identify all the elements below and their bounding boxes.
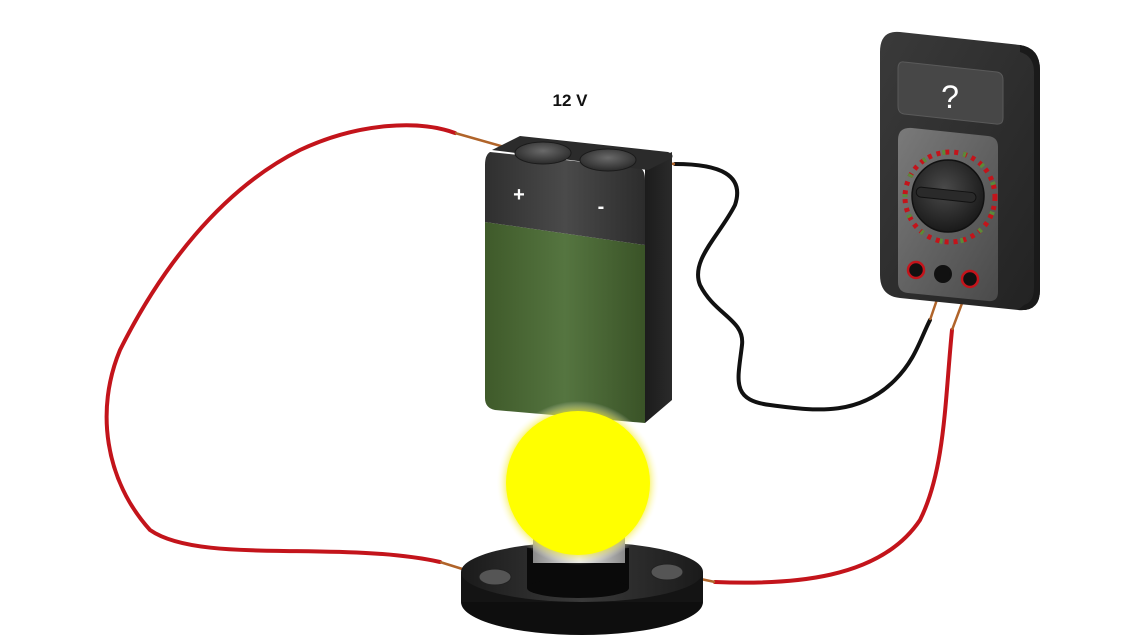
voltage-label: 12 V <box>553 91 589 110</box>
dial-ring-red <box>902 149 998 245</box>
battery-terminal-plus <box>514 141 572 165</box>
multimeter-display-text: ? <box>941 79 959 115</box>
battery-terminal-minus <box>579 148 637 172</box>
multimeter-body-edge <box>1018 45 1040 311</box>
battery-side <box>645 152 672 423</box>
battery-plus-label: + <box>513 184 525 206</box>
battery: + - <box>485 136 673 423</box>
battery-minus-label: - <box>598 196 605 218</box>
battery-body <box>485 222 645 423</box>
jack-middle[interactable] <box>934 265 952 283</box>
lamp-holder-bottom <box>527 578 629 598</box>
lamp-screw-left <box>478 568 512 586</box>
lamp-screw-right <box>650 563 684 581</box>
multimeter-display <box>897 61 1004 125</box>
red-wire-left <box>104 123 457 564</box>
red-wire-right <box>713 328 954 585</box>
dial-ring-green <box>902 149 998 245</box>
black-wire <box>673 162 932 412</box>
multimeter: ? <box>880 31 1040 311</box>
bulb <box>506 411 650 555</box>
jack-right[interactable] <box>960 269 980 289</box>
dial-knob-pointer <box>915 186 977 203</box>
lamp <box>461 401 703 635</box>
battery-cap <box>485 152 645 245</box>
jack-left[interactable] <box>906 260 926 280</box>
